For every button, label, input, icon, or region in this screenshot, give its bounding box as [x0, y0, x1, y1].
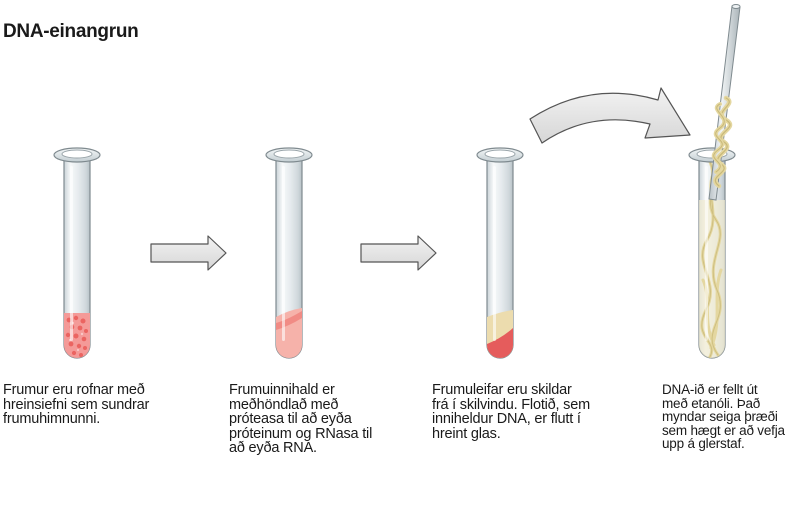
step-1-caption: Frumur eru rofnar með hreinsiefni sem su… [3, 382, 150, 427]
step-4-caption: DNA-ið er fellt út með etanóli. Það mynd… [662, 382, 785, 451]
arrow-right-icon [360, 235, 437, 271]
arrow-right-icon [150, 235, 227, 271]
curved-arrow-icon [529, 87, 691, 144]
step-2-caption: Frumuinnihald er meðhöndlað með próteasa… [229, 382, 373, 456]
test-tube-icon [265, 147, 313, 359]
glass-rod-icon [708, 4, 741, 201]
test-tube-icon [476, 147, 524, 359]
step-3-caption: Frumuleifar eru skildar frá í skilvindu.… [432, 382, 590, 442]
page-title: DNA-einangrun [3, 21, 139, 42]
test-tube-icon [688, 147, 736, 359]
test-tube-icon [53, 147, 101, 359]
